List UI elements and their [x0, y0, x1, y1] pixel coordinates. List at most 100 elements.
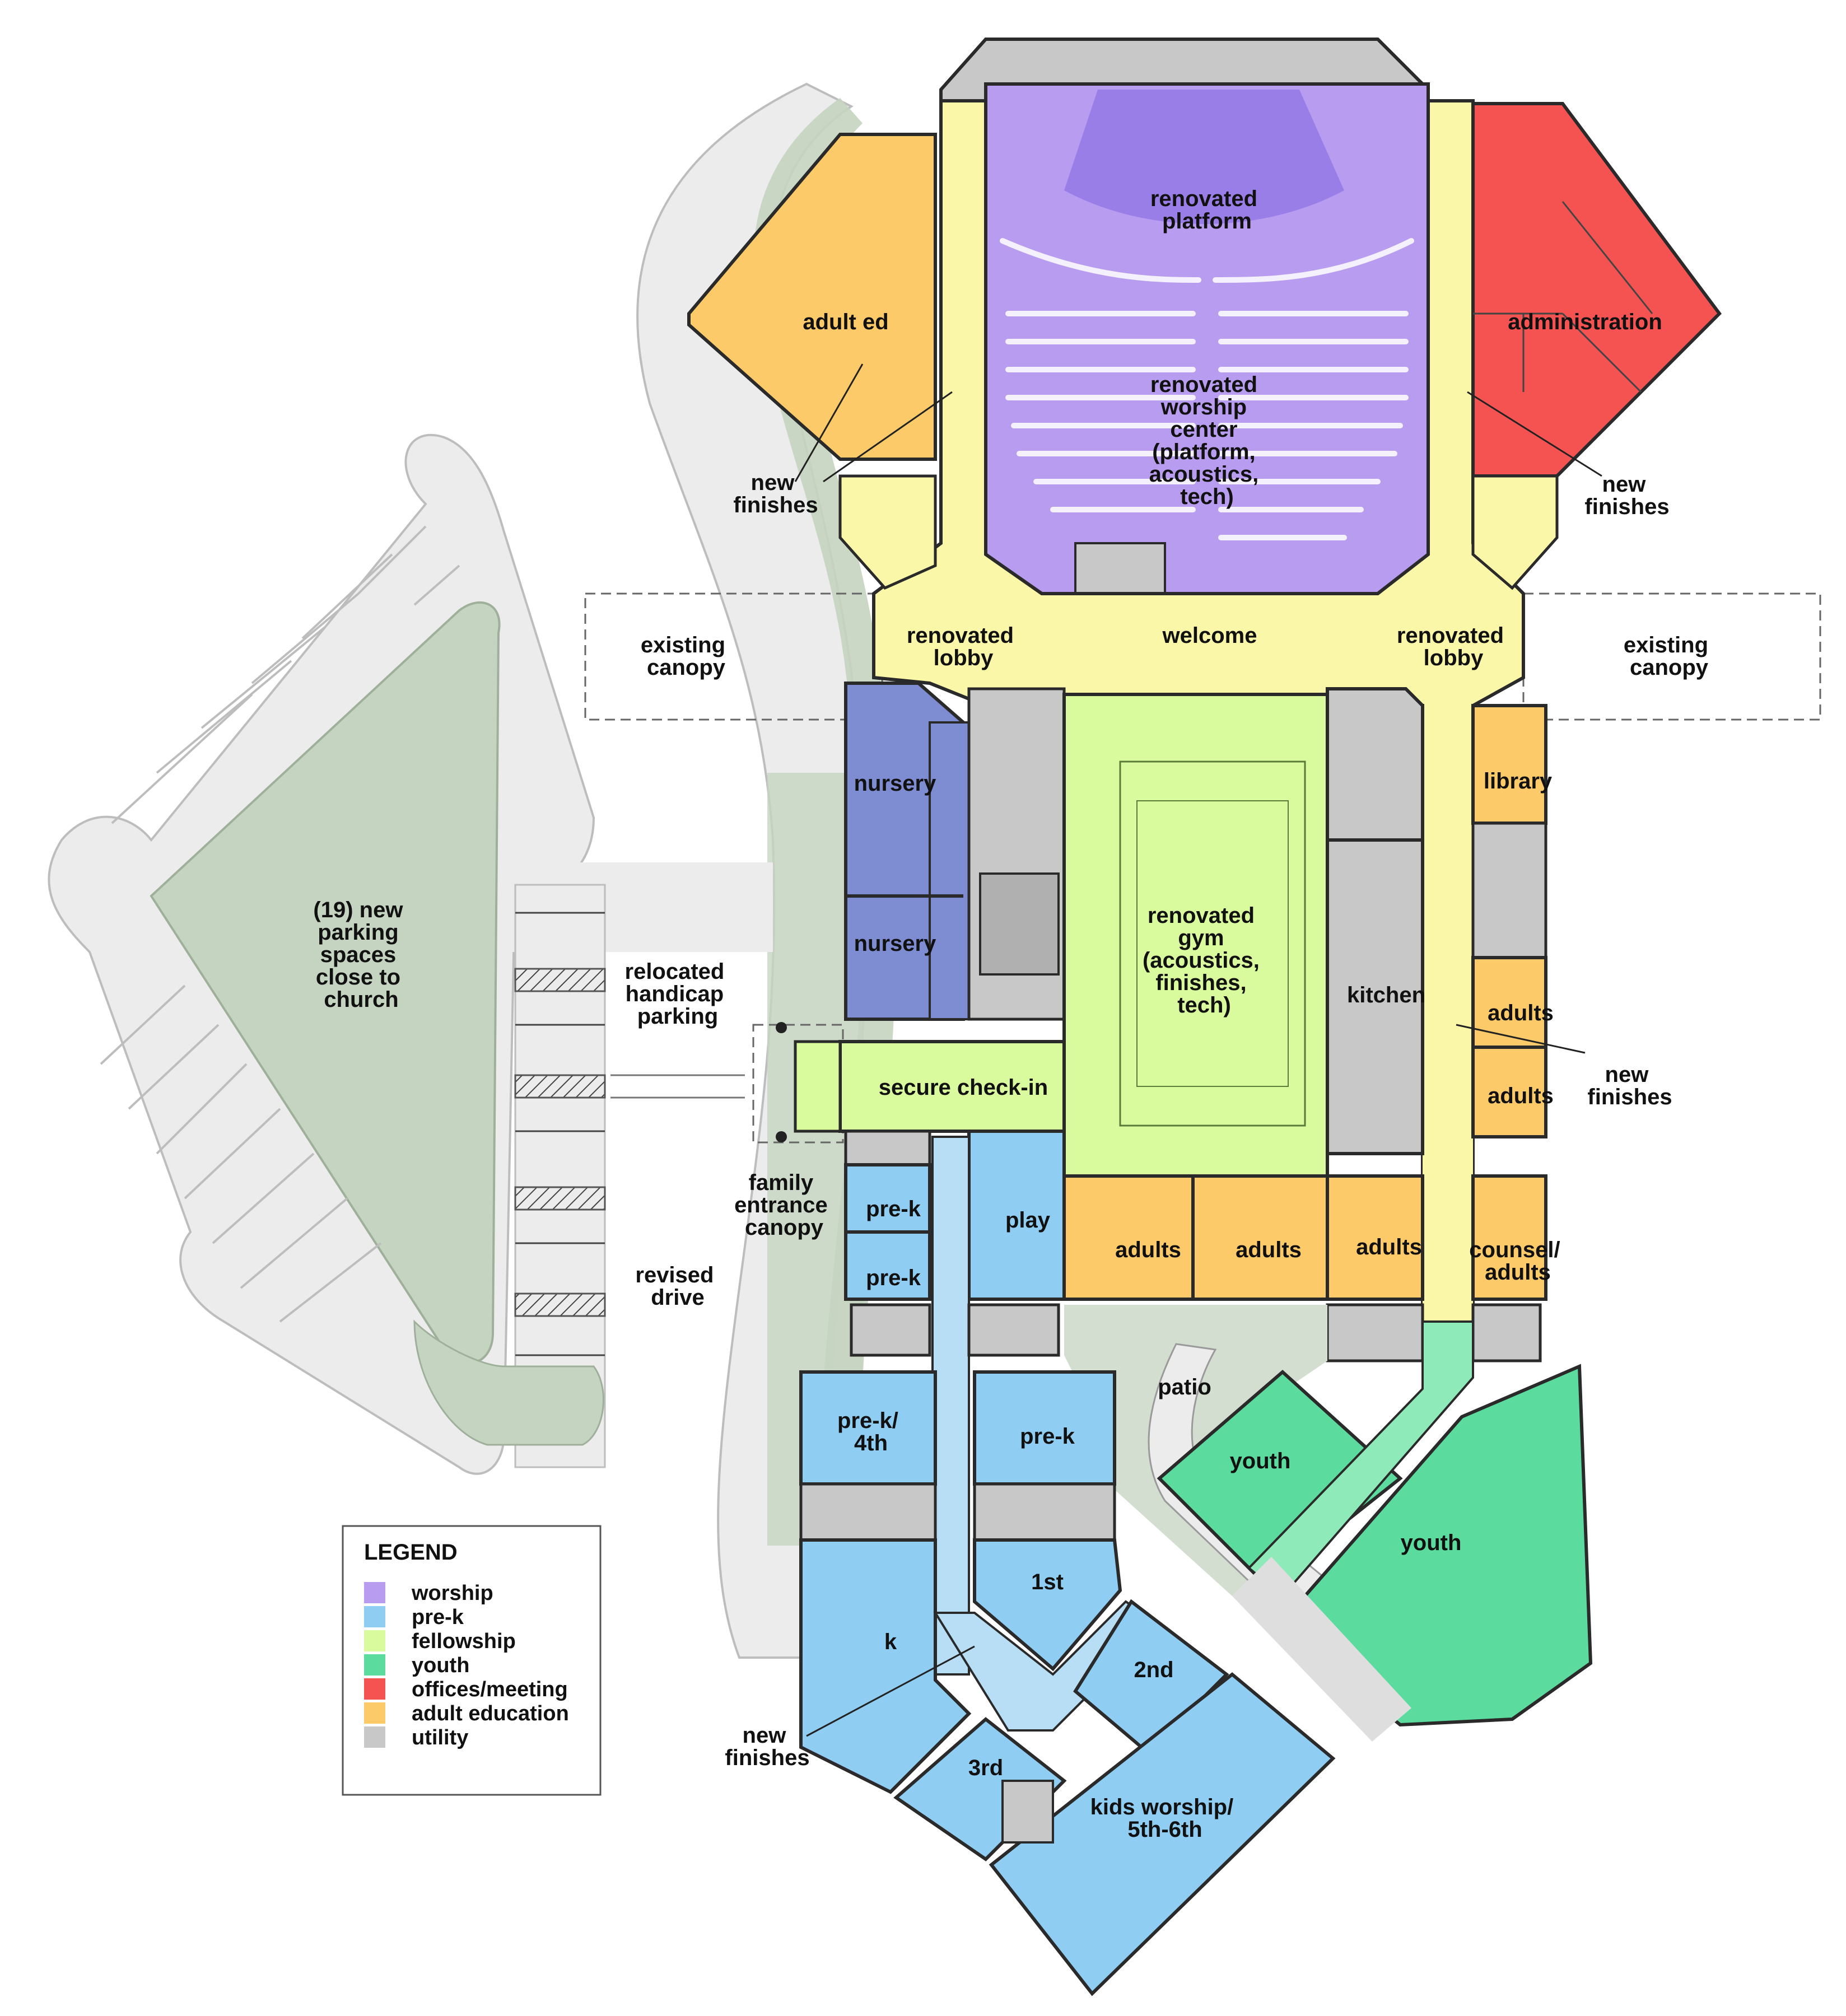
label-counsel: counsel/ adults	[1469, 1238, 1566, 1285]
prek-room-3	[973, 1370, 1116, 1486]
stair-east	[1471, 474, 1559, 590]
handicap-stalls	[514, 912, 606, 1356]
label-second: 2nd	[1134, 1658, 1173, 1682]
legend-label: adult education	[412, 1702, 569, 1725]
label-k: k	[884, 1630, 897, 1654]
utility-sw	[844, 1130, 931, 1166]
legend-label: utility	[412, 1726, 468, 1749]
k-room	[799, 1538, 972, 1794]
adults-east-room-2	[1471, 1046, 1547, 1138]
label-prek-2: pre-k	[866, 1266, 921, 1290]
label-renovated-platform: renovated platform	[1150, 186, 1264, 234]
parking-island-south	[413, 1319, 604, 1446]
utility-south-east	[1326, 1303, 1424, 1362]
label-youth-small: youth	[1230, 1449, 1291, 1473]
note-revised-drive: revised drive	[635, 1263, 720, 1310]
legend-swatch	[364, 1654, 385, 1676]
label-prek-1: pre-k	[866, 1197, 921, 1221]
adults-south-room-1	[1062, 1174, 1195, 1301]
admin-partitions	[1473, 201, 1653, 393]
legend-items: worshippre-kfellowshipyouthoffices/meeti…	[364, 1581, 569, 1749]
gym-court	[1119, 760, 1306, 1127]
adult-ed-room	[687, 133, 937, 461]
prek-room-1	[844, 1163, 931, 1234]
note-family-canopy: family entrance canopy	[734, 1170, 834, 1240]
legend-swatch	[364, 1726, 385, 1748]
play-room	[967, 1130, 1066, 1301]
patio-area	[1064, 1305, 1327, 1596]
note-existing-canopy-right: existing canopy	[1624, 633, 1714, 680]
label-gym: renovated gym (acoustics, finishes, tech…	[1143, 903, 1266, 1018]
utility-south-far-east	[1471, 1303, 1542, 1362]
label-adult-ed: adult ed	[803, 310, 888, 334]
legend-box	[342, 1525, 602, 1796]
label-prek-4th: pre-k/ 4th	[837, 1408, 905, 1455]
legend-swatch	[364, 1606, 385, 1627]
kitchen-utility	[1326, 687, 1424, 1155]
stair-west	[838, 474, 937, 590]
label-nursery-top: nursery	[854, 771, 936, 796]
label-adults-east-1: adults	[1488, 1001, 1554, 1025]
label-play: play	[1005, 1208, 1051, 1233]
sound-booth	[1074, 542, 1166, 595]
prek-room-2	[844, 1230, 931, 1301]
note-existing-canopy-left: existing canopy	[641, 633, 731, 680]
label-third: 3rd	[968, 1756, 1003, 1780]
third-room	[893, 1717, 1067, 1861]
room-labels: renovated platform renovated worship cen…	[803, 186, 1662, 1842]
legend-swatch	[364, 1630, 385, 1651]
parking-stripes	[100, 525, 460, 1323]
label-worship-center: renovated worship center (platform, acou…	[1149, 372, 1265, 509]
label-library: library	[1484, 769, 1553, 794]
label-adults-south-2: adults	[1236, 1238, 1302, 1262]
legend-label: youth	[412, 1654, 469, 1677]
east-corridor	[1423, 706, 1473, 1322]
legend-label: worship	[411, 1581, 493, 1605]
pews	[1000, 238, 1414, 540]
utility-kids-core	[1001, 1780, 1054, 1844]
legend-label: offices/meeting	[412, 1678, 568, 1701]
label-secure-check-in: secure check-in	[879, 1075, 1048, 1100]
label-adults-south-3: adults	[1356, 1235, 1422, 1259]
label-welcome: welcome	[1162, 623, 1257, 648]
walk-se	[1232, 1557, 1411, 1742]
note-handicap: relocated handicap parking	[625, 959, 731, 1029]
first-room	[973, 1538, 1122, 1672]
library-room	[1471, 704, 1547, 825]
utility-south-mid	[967, 1303, 1060, 1357]
note-new-finishes-nw: new finishes	[733, 470, 818, 517]
label-patio: patio	[1158, 1375, 1211, 1399]
legend-swatch	[364, 1678, 385, 1700]
legend-label: fellowship	[412, 1630, 516, 1653]
building	[687, 38, 1722, 1996]
crosswalk	[610, 1074, 745, 1099]
existing-canopy-left	[584, 592, 883, 721]
utility-kids-mid	[973, 1482, 1116, 1542]
landscape-west-building	[767, 773, 863, 1546]
utility-kids-west	[799, 1482, 937, 1542]
note-new-finishes-sw: new finishes	[725, 1723, 809, 1770]
label-renovated-lobby-right: renovated lobby	[1397, 623, 1510, 670]
label-nursery-bottom: nursery	[854, 931, 936, 956]
utility-east	[1471, 822, 1547, 959]
label-adults-south-1: adults	[1115, 1238, 1181, 1262]
label-renovated-lobby-left: renovated lobby	[907, 623, 1020, 670]
legend-swatch	[364, 1702, 385, 1724]
nursery-corridor	[929, 721, 970, 1020]
label-adults-east-2: adults	[1488, 1084, 1554, 1108]
label-youth-large: youth	[1401, 1530, 1462, 1555]
existing-canopy-right	[1522, 592, 1821, 721]
legend: LEGEND worshippre-kfellowshipyouthoffice…	[342, 1525, 602, 1796]
note-new-finishes-e: new finishes	[1587, 1062, 1672, 1109]
administration-room	[1471, 102, 1722, 478]
kids-worship-room	[989, 1672, 1336, 1996]
leader-lines	[794, 363, 1602, 1737]
label-first: 1st	[1031, 1570, 1064, 1594]
legend-label: pre-k	[412, 1606, 464, 1629]
label-kitchen: kitchen	[1347, 983, 1425, 1007]
note-new-finishes-ne: new finishes	[1584, 472, 1669, 519]
label-kids-worship: kids worship/ 5th-6th	[1090, 1795, 1240, 1842]
adults-south-room-3	[1326, 1174, 1424, 1301]
legend-title: LEGEND	[364, 1540, 458, 1565]
